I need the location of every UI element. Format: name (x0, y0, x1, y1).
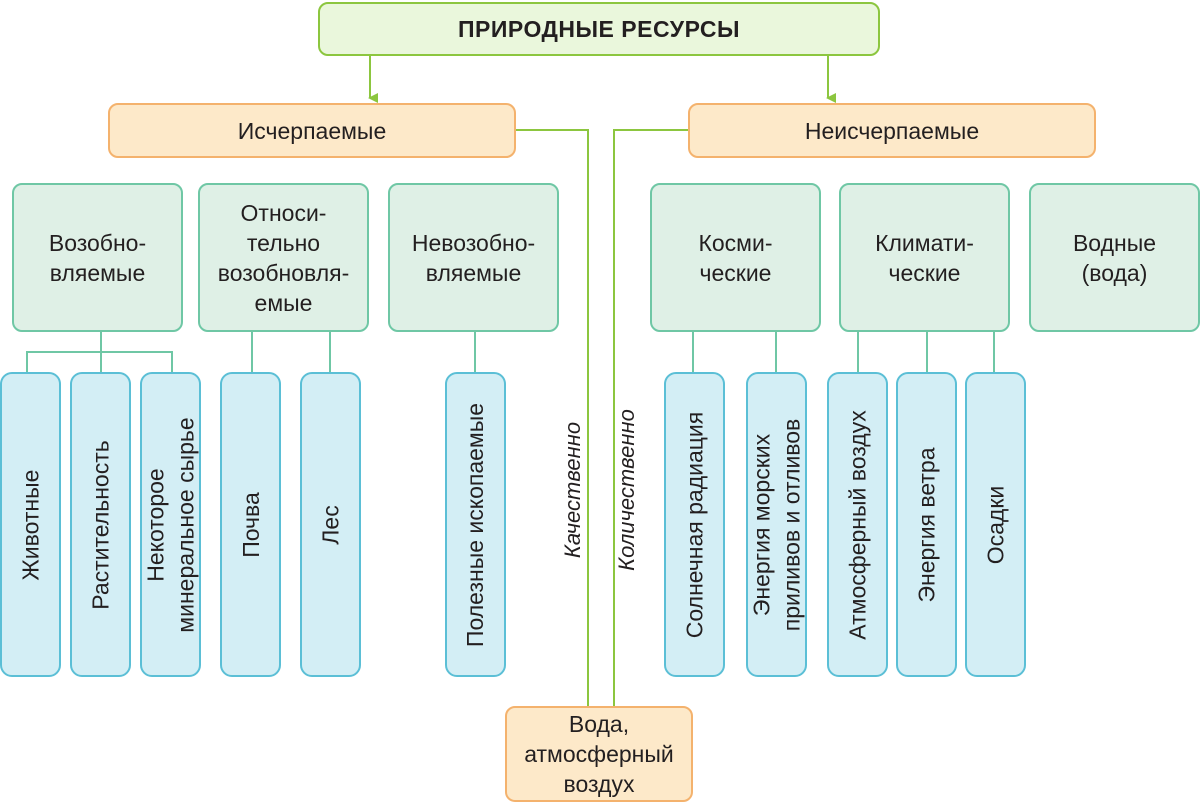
leaf-vegetation: Растительность (70, 372, 131, 677)
leaf-forest-text: Лес (317, 504, 344, 545)
leaf-soil-text: Почва (237, 491, 264, 558)
leaf-air-text: Атмосферный воздух (844, 409, 871, 640)
leaf-tidal-text: Энергия морских приливов и отливов (748, 418, 805, 631)
leaf-mineral-raw-text: Некоторое минеральное сырье (142, 416, 199, 633)
leaf-mineral-raw: Некоторое минеральное сырье (140, 372, 201, 677)
category-inexhaustible: Неисчерпаемые (688, 103, 1096, 158)
leaf-wind: Энергия ветра (896, 372, 957, 677)
leaf-animals: Животные (0, 372, 61, 677)
category-exhaustible: Исчерпаемые (108, 103, 516, 158)
sub-climatic: Климати- ческие (839, 183, 1010, 332)
leaf-precipitation-text: Осадки (982, 485, 1009, 564)
leaf-solar: Солнечная радиация (664, 372, 725, 677)
leaf-forest: Лес (300, 372, 361, 677)
leaf-air: Атмосферный воздух (827, 372, 888, 677)
label-qualitatively: Качественно (556, 380, 590, 600)
leaf-precipitation: Осадки (965, 372, 1026, 677)
leaf-solar-text: Солнечная радиация (681, 411, 708, 638)
leaf-wind-text: Энергия ветра (913, 446, 940, 603)
sub-nonrenewable: Невозобно- вляемые (388, 183, 559, 332)
leaf-minerals: Полезные ископаемые (445, 372, 506, 677)
root-title: ПРИРОДНЫЕ РЕСУРСЫ (318, 2, 880, 56)
line-qualitatively (516, 129, 589, 706)
leaf-tidal: Энергия морских приливов и отливов (746, 372, 807, 677)
sub-water: Водные (вода) (1029, 183, 1200, 332)
line-quantitatively (613, 129, 688, 706)
result-water-air: Вода, атмосферный воздух (505, 706, 693, 802)
leaf-vegetation-text: Растительность (87, 439, 114, 610)
sub-cosmic: Косми- ческие (650, 183, 821, 332)
leaf-animals-text: Животные (17, 469, 44, 580)
leaf-soil: Почва (220, 372, 281, 677)
sub-renewable: Возобно- вляемые (12, 183, 183, 332)
sub-relatively-renewable: Относи- тельно возобновля- емые (198, 183, 369, 332)
leaf-minerals-text: Полезные ископаемые (462, 402, 489, 647)
label-quantitatively-text: Количественно (614, 409, 639, 571)
label-quantitatively: Количественно (610, 380, 644, 600)
label-qualitatively-text: Качественно (560, 421, 585, 559)
